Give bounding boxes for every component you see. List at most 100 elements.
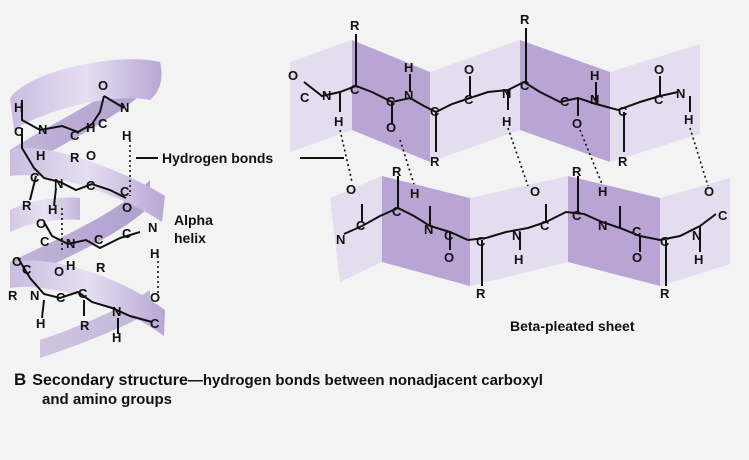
atom-c: C [350, 82, 360, 97]
atom-r: R [392, 164, 402, 179]
atom-r: R [8, 288, 18, 303]
atom-h: H [112, 330, 121, 345]
atom-r: R [22, 198, 32, 213]
atom-o: O [150, 290, 160, 305]
atom-r: R [572, 164, 582, 179]
atom-c: C [98, 116, 108, 131]
atom-r: R [660, 286, 670, 301]
atom-n: N [590, 92, 599, 107]
atom-c: C [70, 128, 80, 143]
atom-n: N [598, 218, 607, 233]
atom-o: O [86, 148, 96, 163]
atom-c: C [94, 232, 104, 247]
atom-r: R [350, 18, 360, 33]
atom-n: N [30, 288, 39, 303]
atom-c: C [78, 286, 88, 301]
atom-c: C [86, 178, 96, 193]
atom-n: N [112, 304, 121, 319]
atom-n: N [120, 100, 129, 115]
atom-c: C [430, 104, 440, 119]
alpha-helix-ribbon [10, 59, 165, 358]
atom-h: H [36, 148, 45, 163]
atom-h: H [48, 202, 57, 217]
atom-o: O [444, 250, 454, 265]
atom-n: N [322, 88, 331, 103]
atom-o: O [122, 200, 132, 215]
atom-n: N [148, 220, 157, 235]
atom-o: O [36, 216, 46, 231]
atom-h: H [36, 316, 45, 331]
atom-c: C [40, 234, 50, 249]
atom-o: O [386, 120, 396, 135]
alpha-label-line1: Alpha [174, 212, 213, 228]
atom-r: R [70, 150, 80, 165]
atom-h: H [66, 258, 75, 273]
atom-c: C [520, 78, 530, 93]
atom-o: O [704, 184, 714, 199]
atom-o: O [346, 182, 356, 197]
atom-o: O [572, 116, 582, 131]
atom-r: R [618, 154, 628, 169]
atom-c: C [150, 316, 160, 331]
atom-r: R [520, 12, 530, 27]
atom-h: H [14, 100, 23, 115]
atom-h: H [410, 186, 419, 201]
atom-o: O [632, 250, 642, 265]
beta-top-bonds [303, 28, 691, 152]
atom-c: C [560, 94, 570, 109]
atom-c: C [56, 290, 66, 305]
atom-c: C [618, 104, 628, 119]
beta-bottom-bonds [343, 176, 717, 286]
beta-bottom-atoms: O N C R C H N C O C R N H O C R C H N C … [336, 164, 728, 301]
figure-caption: B Secondary structure—hydrogen bonds betw… [14, 370, 734, 408]
atom-c: C [12, 254, 22, 269]
atom-h: H [334, 114, 343, 129]
hydrogen-bonds-label: Hydrogen bonds [162, 150, 273, 166]
atom-r: R [80, 318, 90, 333]
atom-c: C [392, 204, 402, 219]
atom-n: N [404, 88, 413, 103]
atom-n: N [54, 176, 63, 191]
atom-n: N [336, 232, 345, 247]
beta-sheet-bottom-ribbon [330, 176, 730, 286]
atom-c: C [22, 262, 32, 277]
atom-c: C [654, 92, 664, 107]
atom-n: N [66, 236, 75, 251]
atom-o: O [530, 184, 540, 199]
atom-h: H [502, 114, 511, 129]
caption-text-line2: and amino groups [42, 391, 173, 408]
caption-letter: B [14, 370, 27, 389]
atom-h: H [86, 120, 95, 135]
atom-h: H [150, 246, 159, 261]
atom-n: N [424, 222, 433, 237]
atom-n: N [676, 86, 685, 101]
atom-c: C [572, 208, 582, 223]
atom-c: C [632, 224, 642, 239]
caption-text-line1: —hydrogen bonds between nonadjacent carb… [187, 372, 543, 389]
caption-title: Secondary structure [32, 372, 188, 389]
atom-c: C [464, 92, 474, 107]
atom-h: H [684, 112, 693, 127]
atom-n: N [502, 86, 511, 101]
atom-o: O [288, 68, 298, 83]
atom-o: O [464, 62, 474, 77]
atom-h: H [122, 128, 131, 143]
atom-c: C [476, 234, 486, 249]
alpha-hydrogen-bonds [61, 140, 159, 296]
atom-h: H [590, 68, 599, 83]
atom-c: C [660, 234, 670, 249]
atom-n: N [692, 228, 701, 243]
beta-sheet-label: Beta-pleated sheet [510, 318, 635, 334]
atom-c: C [300, 90, 310, 105]
atom-c: C [540, 218, 550, 233]
beta-hydrogen-bonds [339, 127, 709, 187]
atom-c: C [14, 124, 24, 139]
beta-sheet-top-ribbon [290, 40, 700, 162]
atom-c: C [718, 208, 728, 223]
atom-c: C [356, 218, 366, 233]
atom-o: O [54, 264, 64, 279]
beta-top-atoms: O C N H R C C O H N C R O C N H R C C O … [288, 12, 693, 169]
atom-n: N [512, 228, 521, 243]
atom-n: N [38, 122, 47, 137]
